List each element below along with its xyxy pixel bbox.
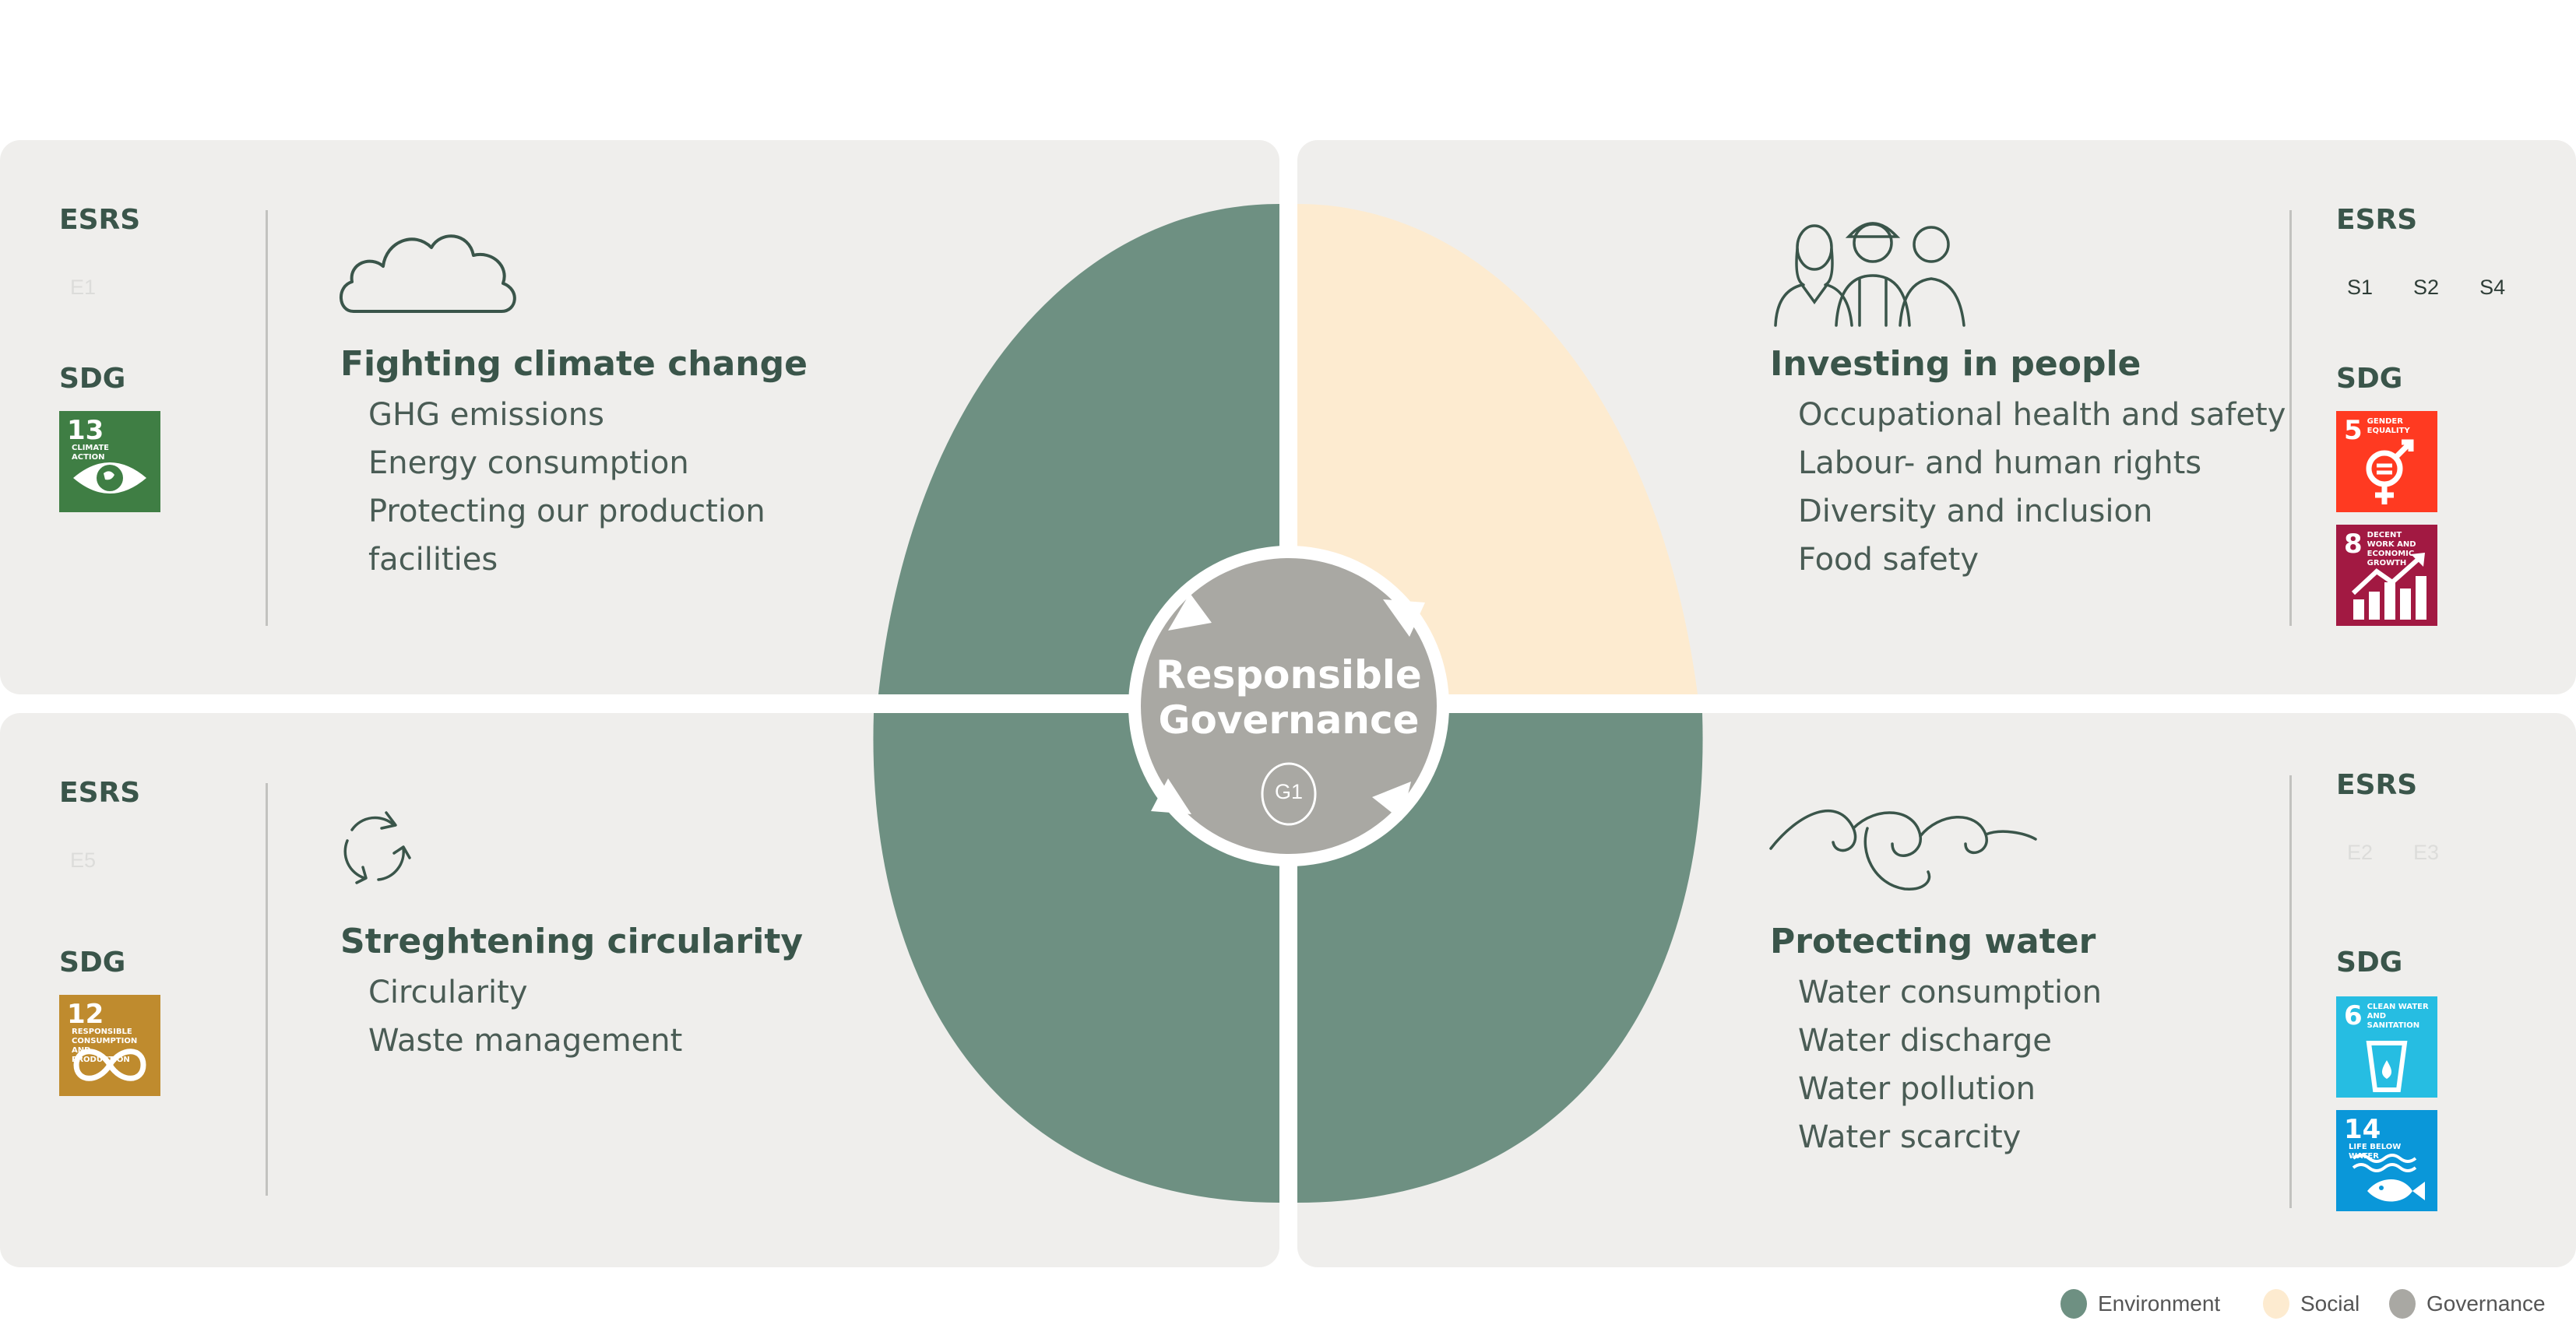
list-item: Protecting our production [368, 494, 765, 529]
sdg-number: 6 [2344, 1000, 2363, 1031]
list-item: Energy consumption [368, 445, 689, 481]
water-title: Protecting water [1770, 922, 2096, 961]
legend-swatch [2389, 1289, 2416, 1319]
esrs-code: E2 [2347, 841, 2374, 864]
divider [2289, 775, 2292, 1208]
egg-quadrant-people [1297, 204, 1698, 694]
sdg-label: CLEAN WATER AND SANITATION [2367, 1003, 2429, 1030]
circularity-sdg-header: SDG [59, 947, 126, 978]
esrs-code: E1 [70, 276, 97, 299]
water-sdg-header: SDG [2336, 947, 2403, 978]
list-item: Water pollution [1798, 1071, 2036, 1107]
list-item: GHG emissions [368, 397, 604, 433]
esrs-code: S4 [2479, 276, 2506, 299]
sdg-number: 12 [67, 999, 104, 1030]
cycle-arrow-bottom-left [1151, 778, 1191, 814]
circularity-items: Circularity Waste management [368, 968, 682, 1065]
climate-sdg-header: SDG [59, 363, 126, 395]
sdg-label: RESPONSIBLE CONSUMPTION AND PRODUCTION [72, 1028, 138, 1064]
circularity-esrs-codes: E5 [70, 848, 96, 873]
legend-governance: Governance [2389, 1289, 2546, 1319]
sdg-number: 13 [67, 415, 104, 446]
center-title: Responsible Governance [1137, 652, 1441, 743]
center-title-line1: Responsible [1156, 652, 1422, 697]
list-item: Water discharge [1798, 1023, 2052, 1059]
legend-environment: Environment [2060, 1289, 2220, 1319]
list-item: Water scarcity [1798, 1119, 2022, 1155]
cycle-arrow-bottom-right [1372, 782, 1411, 820]
list-item: Water consumption [1798, 975, 2102, 1010]
list-item: Labour- and human rights [1798, 445, 2202, 481]
center-code: G1 [1274, 780, 1304, 803]
water-esrs-header: ESRS [2336, 769, 2418, 801]
infinity-icon [73, 1049, 146, 1081]
sdg-label: GENDER EQUALITY [2367, 417, 2410, 435]
sdg-12-tile: 12RESPONSIBLE CONSUMPTION AND PRODUCTION [59, 995, 160, 1096]
climate-esrs-header: ESRS [59, 204, 141, 236]
people-icon [1774, 222, 1965, 327]
g1-badge [1261, 762, 1317, 826]
sdg-label: CLIMATE ACTION [72, 444, 109, 462]
legend-label: Governance [2426, 1291, 2546, 1316]
legend-social: Social [2263, 1289, 2360, 1319]
list-item: facilities [368, 542, 498, 578]
growth-chart-icon [2351, 553, 2426, 620]
egg-quadrant-water [1297, 713, 1703, 1203]
esrs-code: E5 [70, 848, 97, 872]
list-item: Food safety [1798, 542, 1980, 578]
people-esrs-header: ESRS [2336, 204, 2418, 236]
sdg-number: 8 [2344, 529, 2363, 560]
list-item: Diversity and inclusion [1798, 494, 2153, 529]
sdg-14-tile: 14LIFE BELOW WATER [2336, 1110, 2437, 1211]
climate-items: GHG emissions Energy consumption Protect… [368, 391, 765, 584]
people-sdg-header: SDG [2336, 363, 2403, 395]
people-title: Investing in people [1770, 344, 2141, 384]
legend-swatch [2263, 1289, 2289, 1319]
circularity-esrs-header: ESRS [59, 777, 141, 809]
divider [2289, 210, 2292, 626]
climate-title: Fighting climate change [340, 344, 808, 384]
sdg-13-tile: 13CLIMATE ACTION [59, 411, 160, 512]
water-items: Water consumption Water discharge Water … [1798, 968, 2102, 1161]
gender-icon [2366, 439, 2414, 504]
eye-globe-icon [73, 462, 146, 494]
governance-circle [1141, 558, 1437, 854]
waves-icon [1769, 809, 2037, 891]
divider [266, 210, 268, 626]
cloud-icon [340, 234, 516, 313]
egg-quadrant-climate [878, 204, 1279, 694]
circularity-title: Streghtening circularity [340, 922, 804, 961]
people-items: Occupational health and safety Labour- a… [1798, 391, 2286, 584]
sdg-number: 5 [2344, 415, 2363, 446]
esrs-code: E3 [2413, 841, 2440, 864]
legend-label: Social [2300, 1291, 2360, 1316]
cycle-arrow-top-left [1168, 593, 1212, 631]
fish-icon [2352, 1154, 2425, 1202]
legend-swatch [2060, 1289, 2087, 1319]
people-esrs-codes: S1 S2 S4 [2347, 276, 2505, 300]
water-esrs-codes: E2 E3 [2347, 841, 2439, 865]
water-glass-icon [2366, 1041, 2408, 1092]
list-item: Circularity [368, 975, 528, 1010]
egg-quadrant-circularity [873, 713, 1279, 1203]
divider [266, 783, 268, 1196]
list-item: Occupational health and safety [1798, 397, 2286, 433]
legend-label: Environment [2098, 1291, 2221, 1316]
sdg-number: 14 [2344, 1114, 2381, 1145]
climate-esrs-codes: E1 [70, 276, 96, 300]
cycle-arrow-top-right [1383, 599, 1425, 637]
sdg-label: DECENT WORK AND ECONOMIC GROWTH [2367, 531, 2416, 567]
recycle-icon [343, 811, 411, 884]
esrs-code: S2 [2413, 276, 2440, 299]
list-item: Waste management [368, 1023, 683, 1059]
esrs-code: S1 [2347, 276, 2374, 299]
center-title-line2: Governance [1158, 697, 1420, 743]
